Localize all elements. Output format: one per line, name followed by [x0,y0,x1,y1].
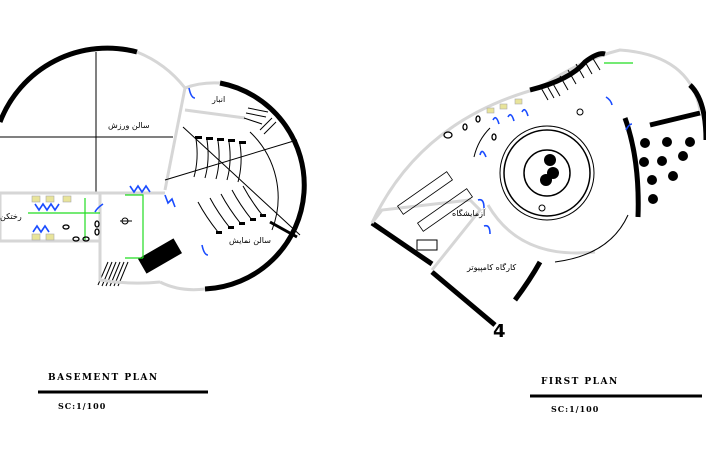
cafe-tables [639,137,695,204]
computer-workshop-wall [370,220,497,327]
lobby-walls [98,191,165,285]
gym-glass-wall [136,50,187,89]
hall-outer-wall [204,80,307,292]
stage-arc [249,131,279,231]
basement-plan: انبار سالن ورزش سالن نمایش رختکن [0,45,307,411]
hall-section-line [182,126,301,236]
wc-fixtures [486,98,523,114]
storage-wall [184,108,246,120]
cafe-wall [649,110,701,128]
gym-outer-wall [0,45,138,123]
atrium-arc [554,214,629,263]
door-icon [32,87,209,256]
seat-row-ends [195,136,266,234]
section-marker: 4 [493,321,506,342]
door-icon [477,96,633,235]
gym-east-wall [163,87,187,191]
room-label-storage: انبار [211,95,225,104]
room-label-computer-workshop: کارگاه کامپیوتر [466,262,516,272]
first-plan-scale: SC:1/100 [551,404,599,414]
atrium-ring [503,129,591,217]
room-label-changing: رختکن [0,212,22,221]
level-marker-icon [120,217,132,225]
plants-icon [540,154,559,186]
toilets-icon [62,220,100,242]
dimension-line [28,194,144,259]
workshop-arc [512,260,543,302]
hall-south-wall [159,280,206,292]
atrium-ring-outer [499,125,595,221]
room-label-gym: سالن ورزش [108,121,150,130]
stairs-icon [243,107,277,135]
atrium-inner-ring [523,149,571,197]
lab-wall [370,198,483,271]
room-label-show-hall: سالن نمایش [229,236,271,245]
basement-plan-scale: SC:1/100 [58,401,106,411]
room-label-lab: آزمایشگاه [452,208,486,218]
stage-wall [269,220,298,239]
outer-glass-wall [370,48,702,224]
cafe-wall [622,117,641,218]
first-plan-title: FIRST PLAN [541,377,619,387]
wc-fixtures [31,195,72,241]
hall-seating [193,138,264,233]
projector-desk [416,239,438,251]
basement-plan-title: BASEMENT PLAN [48,373,159,383]
hall-section-line [164,139,298,181]
first-plan: آزمایشگاه کارگاه کامپیوتر 4 FIRST PLAN S… [370,48,706,414]
atrium-outer-wall [486,204,596,255]
toilets-icon [443,115,497,141]
atrium-inner-arc [473,127,491,158]
hall-glass-wall [184,81,221,90]
stairs-icon [539,56,601,101]
stairs-icon [97,238,183,287]
changing-room-corridor [0,191,102,243]
level-marker-icon [538,108,584,212]
conference-tables [397,171,473,232]
